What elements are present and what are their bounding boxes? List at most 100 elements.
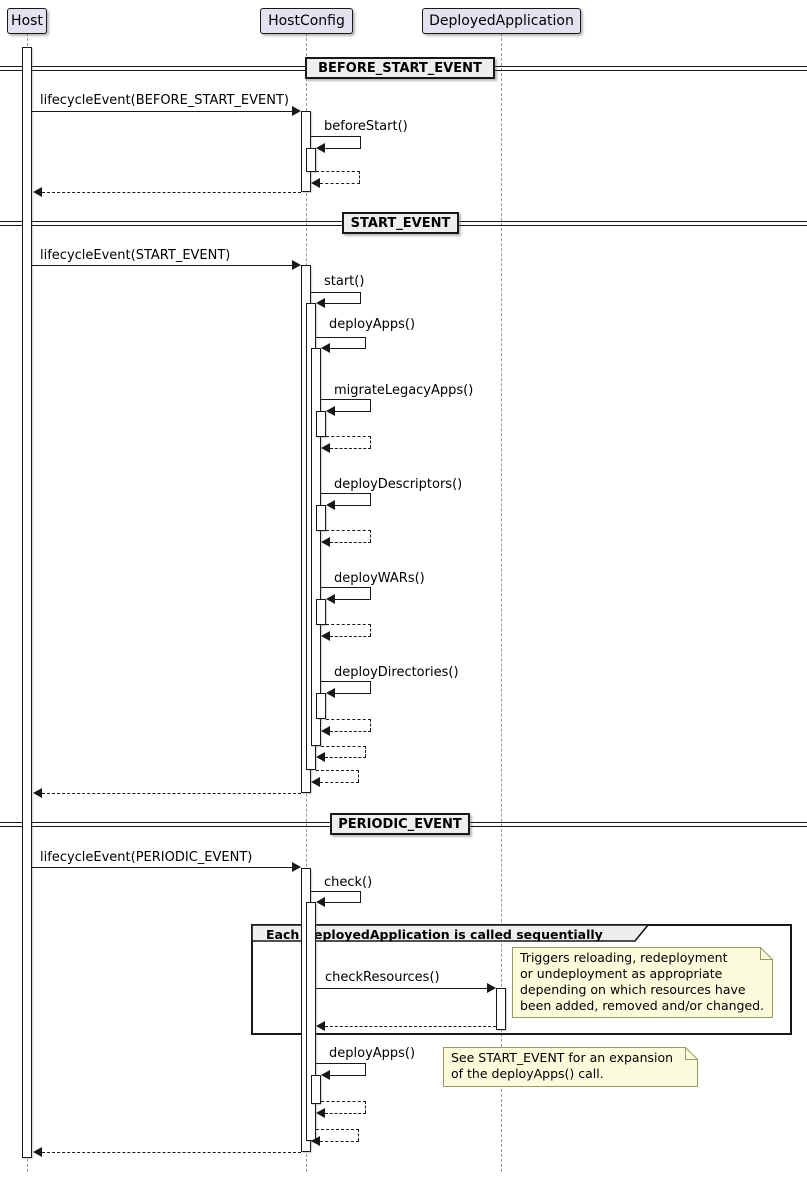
self-call-line <box>335 505 371 506</box>
return-line <box>330 448 371 449</box>
return-line <box>321 746 366 747</box>
divider-start-event: START_EVENT <box>342 212 459 234</box>
return-line <box>320 782 359 783</box>
participant-deployedapplication: DeployedApplication <box>422 8 581 34</box>
self-call-line <box>321 681 371 682</box>
return-line <box>370 624 371 636</box>
participant-hostconfig: HostConfig <box>260 8 353 34</box>
arrowhead <box>292 862 301 872</box>
return-line <box>316 770 359 771</box>
participant-label: DeployedApplication <box>429 13 574 29</box>
arrowhead <box>321 631 330 641</box>
arrowhead <box>321 537 330 547</box>
self-call-line <box>360 136 361 148</box>
arrowhead <box>326 406 335 416</box>
arrowhead <box>321 1070 330 1080</box>
message-label: lifecycleEvent(PERIODIC_EVENT) <box>40 850 253 865</box>
activation-check <box>306 902 316 1141</box>
self-call-line <box>311 292 361 293</box>
note-text: See START_EVENT for an expansion of the … <box>451 1050 674 1081</box>
return-line <box>326 719 371 720</box>
self-call-line <box>330 1075 366 1076</box>
return-line <box>370 436 371 448</box>
return-line <box>326 624 371 625</box>
message-label: deployApps() <box>329 1046 416 1061</box>
message-label: check() <box>324 875 373 890</box>
arrowhead <box>33 187 42 197</box>
activation-deploydirectories <box>316 693 326 719</box>
arrowhead <box>326 688 335 698</box>
return-line <box>359 171 360 183</box>
self-call-line <box>335 599 371 600</box>
return-line <box>326 436 371 437</box>
return-line <box>320 183 360 184</box>
return-line <box>316 171 360 172</box>
message-label: start() <box>324 274 365 289</box>
group-label: Each DeployedApplication is called seque… <box>266 927 603 942</box>
note-deploy-apps: See START_EVENT for an expansion of the … <box>443 1047 698 1087</box>
note-check-resources: Triggers reloading, redeployment or unde… <box>512 947 773 1018</box>
self-call-line <box>370 493 371 505</box>
message-line <box>32 265 292 266</box>
return-line <box>320 1141 359 1142</box>
self-call-line <box>335 693 371 694</box>
activation-deployapps <box>311 348 321 746</box>
activation-deploywars <box>316 599 326 625</box>
return-line <box>330 542 371 543</box>
activation-beforestart <box>306 148 316 172</box>
return-line <box>316 1129 359 1130</box>
self-call-line <box>365 1063 366 1075</box>
message-label: beforeStart() <box>324 119 408 134</box>
arrowhead <box>292 106 301 116</box>
self-call-line <box>316 1063 366 1064</box>
arrowhead <box>321 726 330 736</box>
return-line <box>325 1026 496 1027</box>
message-line <box>32 111 292 112</box>
return-line <box>325 757 366 758</box>
lifeline-deployedapplication <box>501 33 502 1172</box>
arrowhead <box>316 298 325 308</box>
return-line <box>330 731 371 732</box>
message-label: deployApps() <box>329 317 416 332</box>
return-line <box>321 1101 366 1102</box>
arrowhead <box>292 260 301 270</box>
divider-label: START_EVENT <box>350 215 451 231</box>
activation-host <box>22 47 32 1158</box>
message-label: lifecycleEvent(START_EVENT) <box>40 248 231 263</box>
self-call-line <box>321 399 371 400</box>
self-call-line <box>325 902 361 903</box>
message-line <box>316 988 488 989</box>
activation-deployedapplication <box>496 988 506 1030</box>
participant-host: Host <box>7 8 47 34</box>
arrowhead <box>321 443 330 453</box>
self-call-line <box>325 303 361 304</box>
self-call-line <box>365 337 366 348</box>
activation-deployapps-periodic <box>311 1075 321 1104</box>
arrowhead <box>316 752 325 762</box>
self-call-line <box>321 493 371 494</box>
note-shape <box>512 947 773 1018</box>
divider-periodic-event: PERIODIC_EVENT <box>330 813 470 835</box>
arrowhead <box>326 594 335 604</box>
arrowhead <box>311 777 320 787</box>
return-line <box>330 636 371 637</box>
return-line <box>358 770 359 782</box>
message-label: deployWARs() <box>334 571 425 586</box>
arrowhead <box>311 1136 320 1146</box>
group-header <box>251 924 650 942</box>
participant-label: Host <box>11 13 43 29</box>
divider-label: PERIODIC_EVENT <box>338 816 462 832</box>
arrowhead <box>316 1021 325 1031</box>
activation-deploydescriptors <box>316 505 326 531</box>
arrowhead <box>316 897 325 907</box>
self-call-line <box>325 148 361 149</box>
self-call-line <box>360 292 361 303</box>
message-label: deployDescriptors() <box>334 477 463 492</box>
self-call-line <box>335 411 371 412</box>
self-call-line <box>360 891 361 902</box>
self-call-line <box>370 399 371 411</box>
return-line <box>325 1113 366 1114</box>
return-line <box>42 192 301 193</box>
arrowhead <box>33 1147 42 1157</box>
